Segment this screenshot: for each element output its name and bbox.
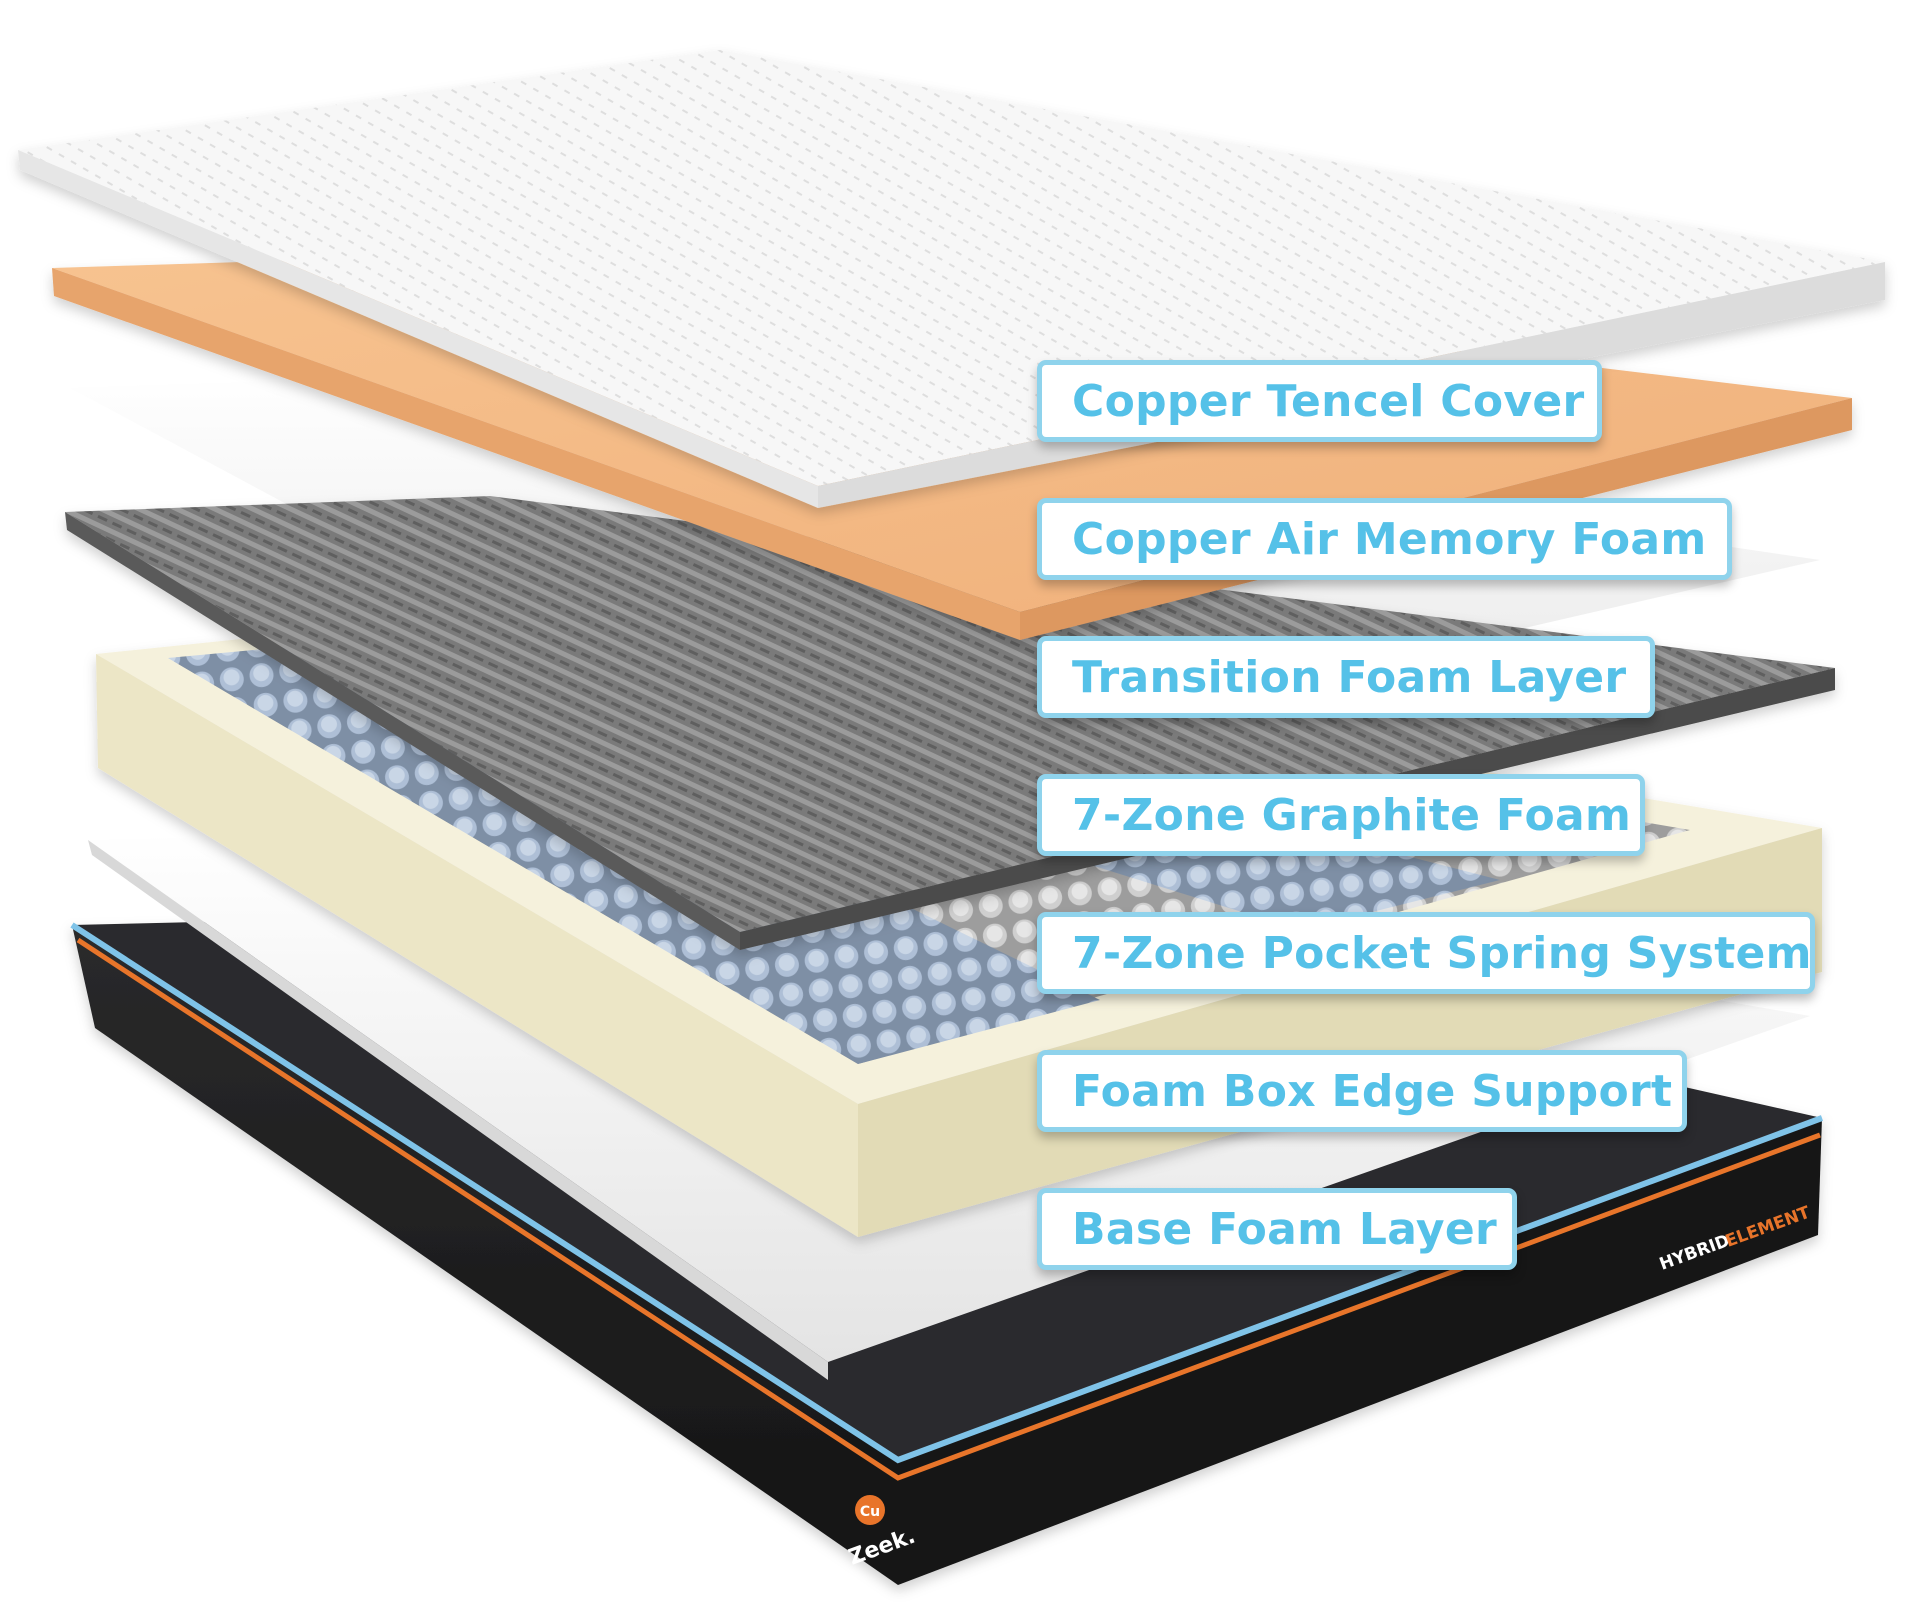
label-graphite-foam: 7-Zone Graphite Foam (1037, 774, 1645, 856)
label-foam-box-edge-support: Foam Box Edge Support (1037, 1050, 1687, 1132)
copper-logo-symbol: Cu (860, 1504, 880, 1520)
label-transition-foam-layer: Transition Foam Layer (1037, 636, 1655, 718)
copper-logo-icon (855, 1495, 885, 1525)
label-copper-tencel-cover: Copper Tencel Cover (1037, 360, 1602, 442)
label-copper-air-memory-foam: Copper Air Memory Foam (1037, 498, 1732, 580)
label-pocket-spring-system: 7-Zone Pocket Spring System (1037, 912, 1815, 994)
label-base-foam-layer: Base Foam Layer (1037, 1188, 1517, 1270)
